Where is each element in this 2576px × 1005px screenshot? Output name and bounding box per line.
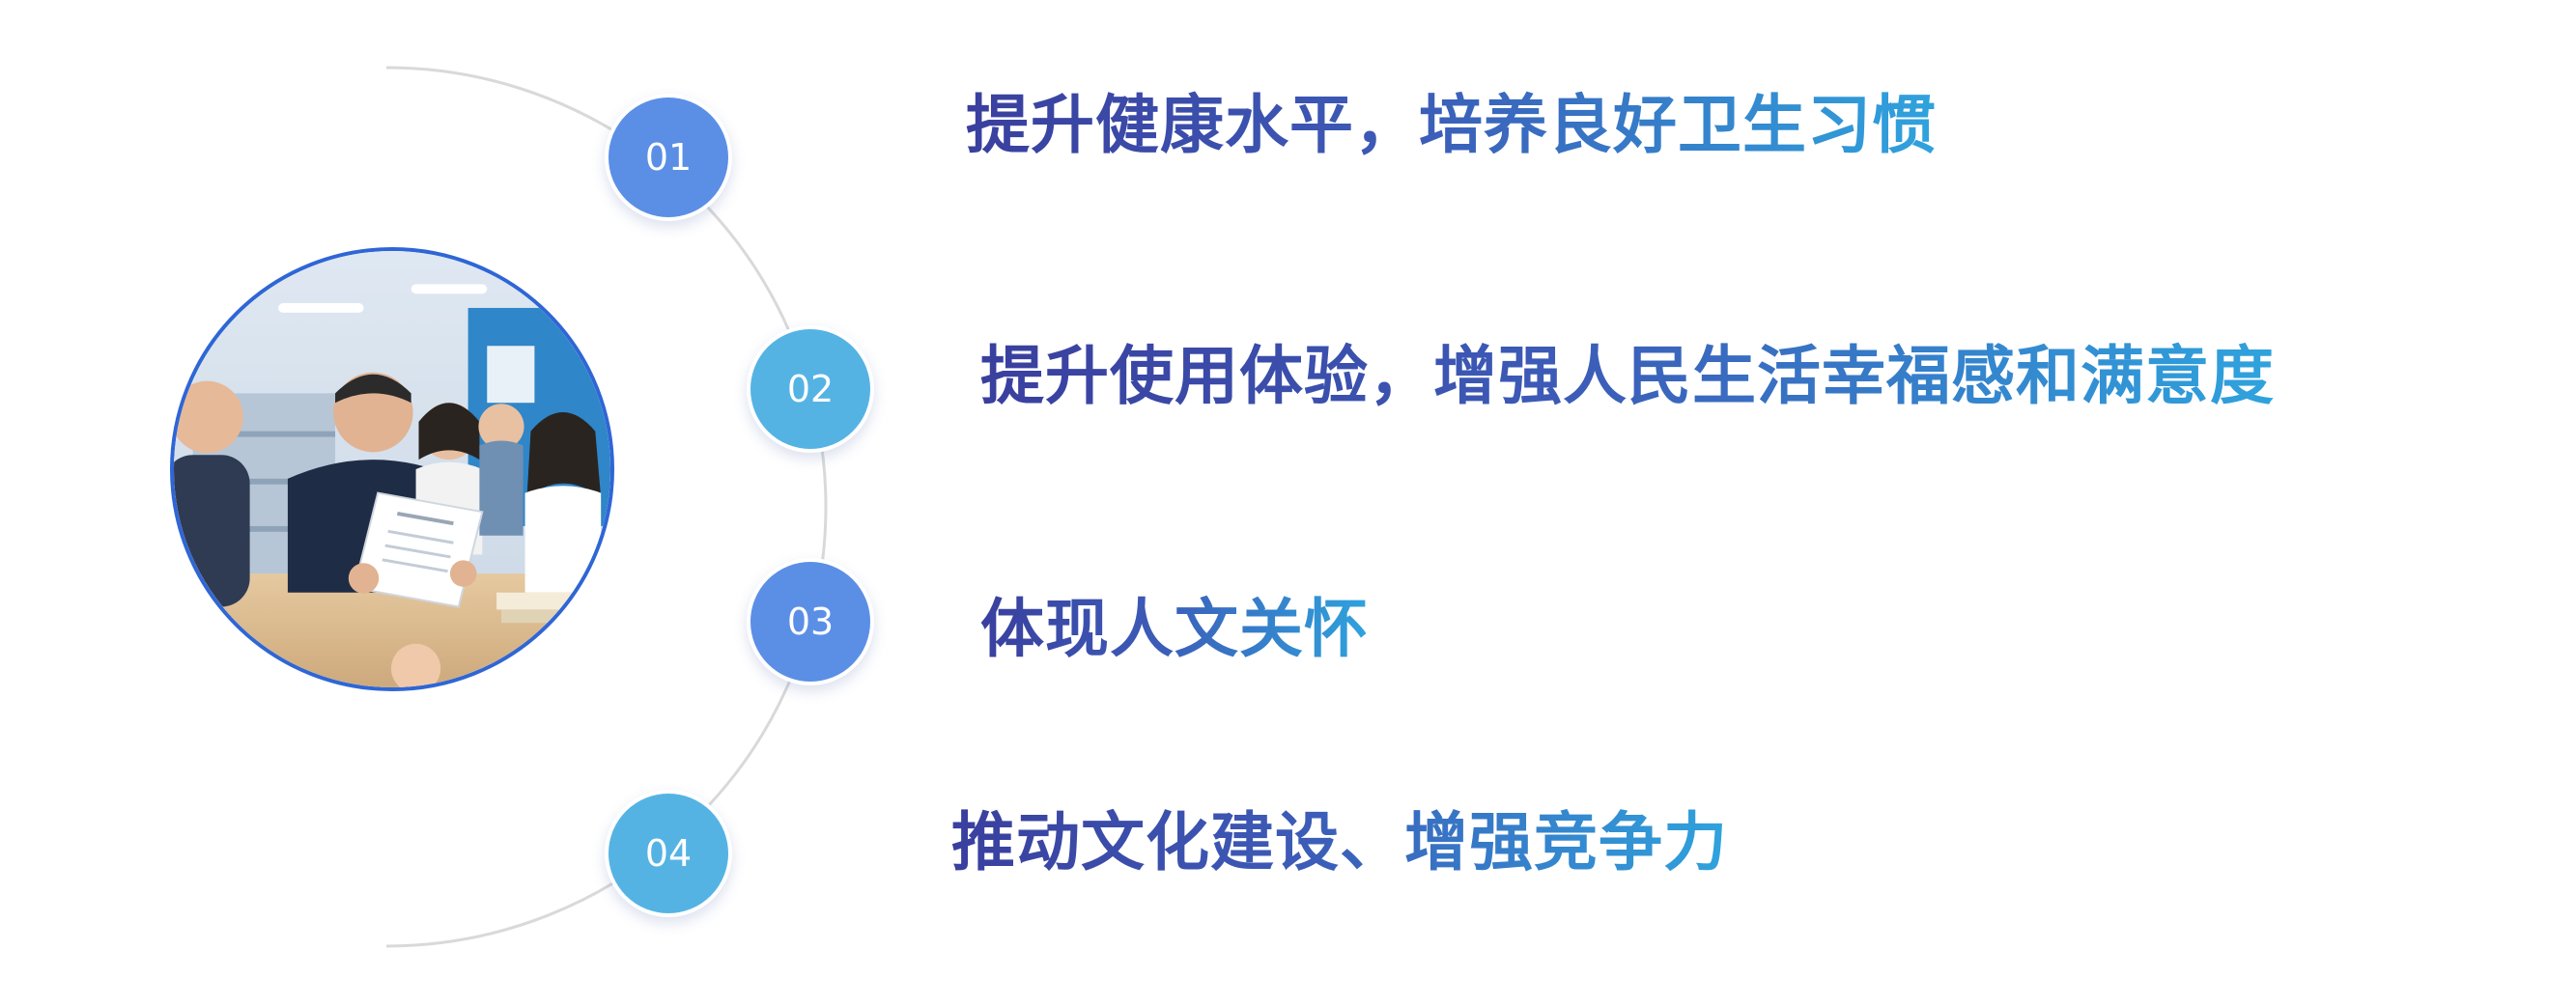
step-number-02: 02: [786, 368, 835, 410]
step-label-03: 体现人文关怀: [980, 586, 1369, 673]
step-number-circle-04: 04: [605, 790, 732, 917]
step-label-04: 推动文化建设、增强竞争力: [951, 799, 1728, 886]
step-number-04: 04: [644, 832, 693, 875]
step-number-01: 01: [644, 136, 693, 179]
step-number-circle-02: 02: [747, 325, 874, 453]
step-number-circle-01: 01: [605, 94, 732, 221]
step-number-03: 03: [786, 600, 835, 643]
step-label-01: 提升健康水平，培养良好卫生习惯: [966, 82, 1937, 169]
meeting-photo: [170, 247, 614, 691]
step-label-02: 提升使用体验，增强人民生活幸福感和满意度: [980, 333, 2275, 420]
step-number-circle-03: 03: [747, 558, 874, 685]
meeting-photo-illustration: [174, 251, 610, 687]
